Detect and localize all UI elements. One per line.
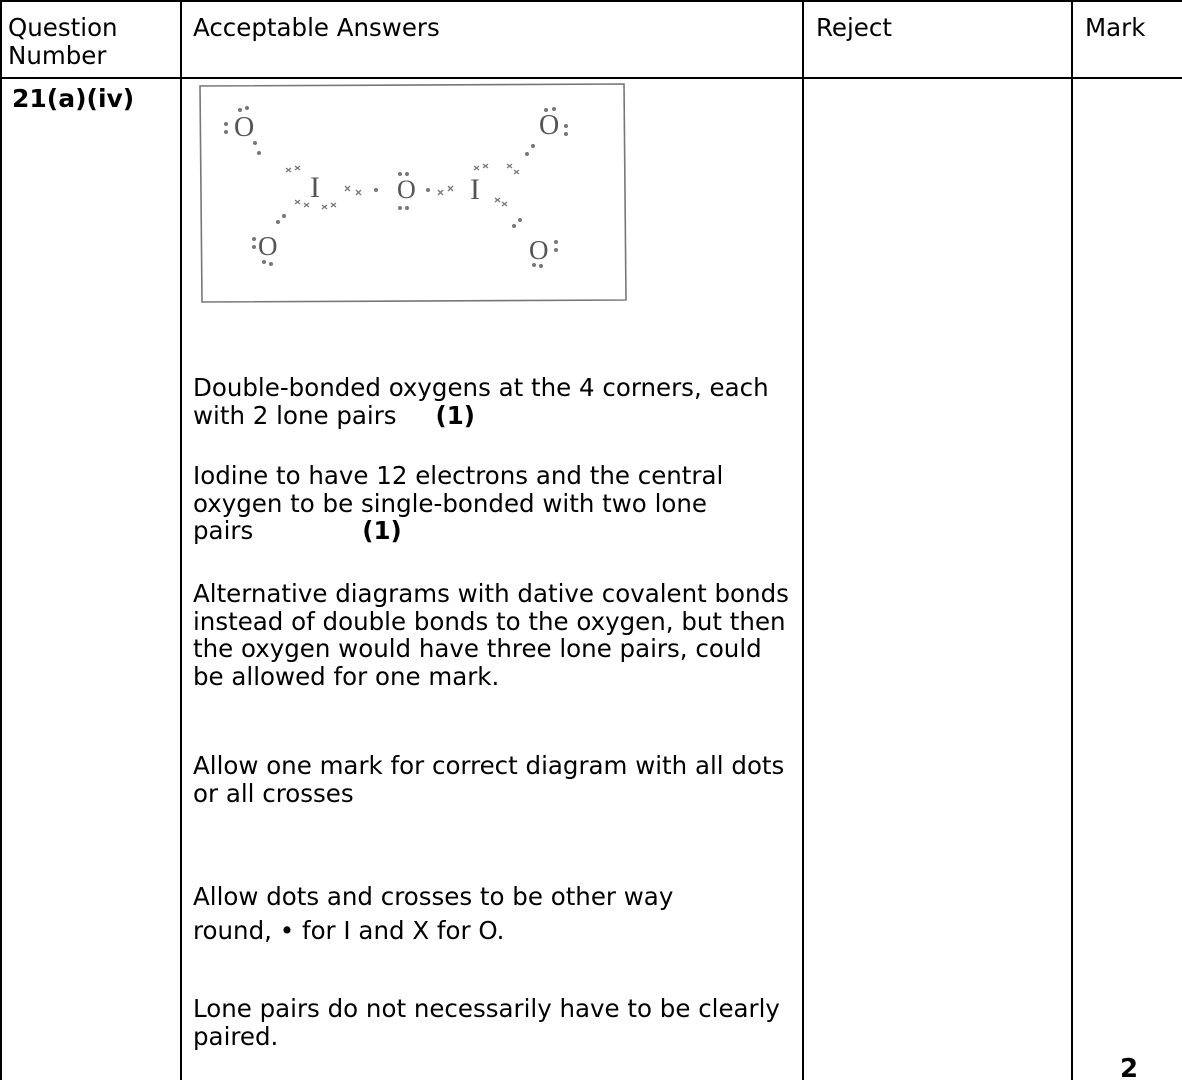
answer-5-line1: Allow dots and crosses to be other way (193, 882, 674, 911)
iodine-left: I (310, 171, 320, 204)
oxygen-top-right: O (539, 110, 559, 141)
answer-4: Allow one mark for correct diagram with … (193, 751, 785, 808)
column-divider-reject (802, 0, 804, 1080)
answer-2: Iodine to have 12 electrons and the cent… (193, 462, 793, 545)
answer-3: Alternative diagrams with dative covalen… (193, 579, 789, 691)
electron-dots (224, 106, 568, 268)
answer-2-text: Iodine to have 12 electrons and the cent… (193, 461, 724, 545)
answer-5-line2: round, • for I and X for O. (193, 916, 505, 945)
header-question-line1: Question (8, 13, 118, 42)
header-mark: Mark (1085, 13, 1146, 42)
oxygen-bottom-left: O (258, 231, 278, 261)
dot-cross-diagram: O O O O O I I (199, 83, 627, 303)
oxygen-bottom-right: O (529, 235, 549, 265)
oxygen-central: O (397, 175, 416, 204)
answer-2-mark: (1) (362, 516, 402, 545)
column-divider-mark (1071, 0, 1073, 1080)
electron-crosses (285, 163, 520, 210)
diagram-frame (199, 83, 627, 303)
column-divider-answers (180, 0, 182, 1080)
header-reject: Reject (816, 13, 892, 42)
iodine-right: I (470, 173, 480, 206)
answer-1-text: Double-bonded oxygens at the 4 corners, … (193, 373, 769, 430)
table-border-left (0, 0, 2, 1080)
header-acceptable-answers: Acceptable Answers (193, 13, 440, 42)
header-question-number: Question Number (8, 14, 118, 70)
answer-1-mark: (1) (435, 400, 475, 430)
header-divider (0, 77, 1182, 79)
answer-5: Allow dots and crosses to be other way r… (193, 880, 793, 948)
answer-6: Lone pairs do not necessarily have to be… (193, 994, 780, 1051)
mark-value: 2 (1120, 1054, 1139, 1084)
question-number: 21(a)(iv) (12, 84, 135, 113)
header-question-line2: Number (8, 41, 107, 70)
table-border-top (0, 0, 1182, 2)
oxygen-top-left: O (234, 112, 254, 143)
answer-1: Double-bonded oxygens at the 4 corners, … (193, 374, 793, 429)
